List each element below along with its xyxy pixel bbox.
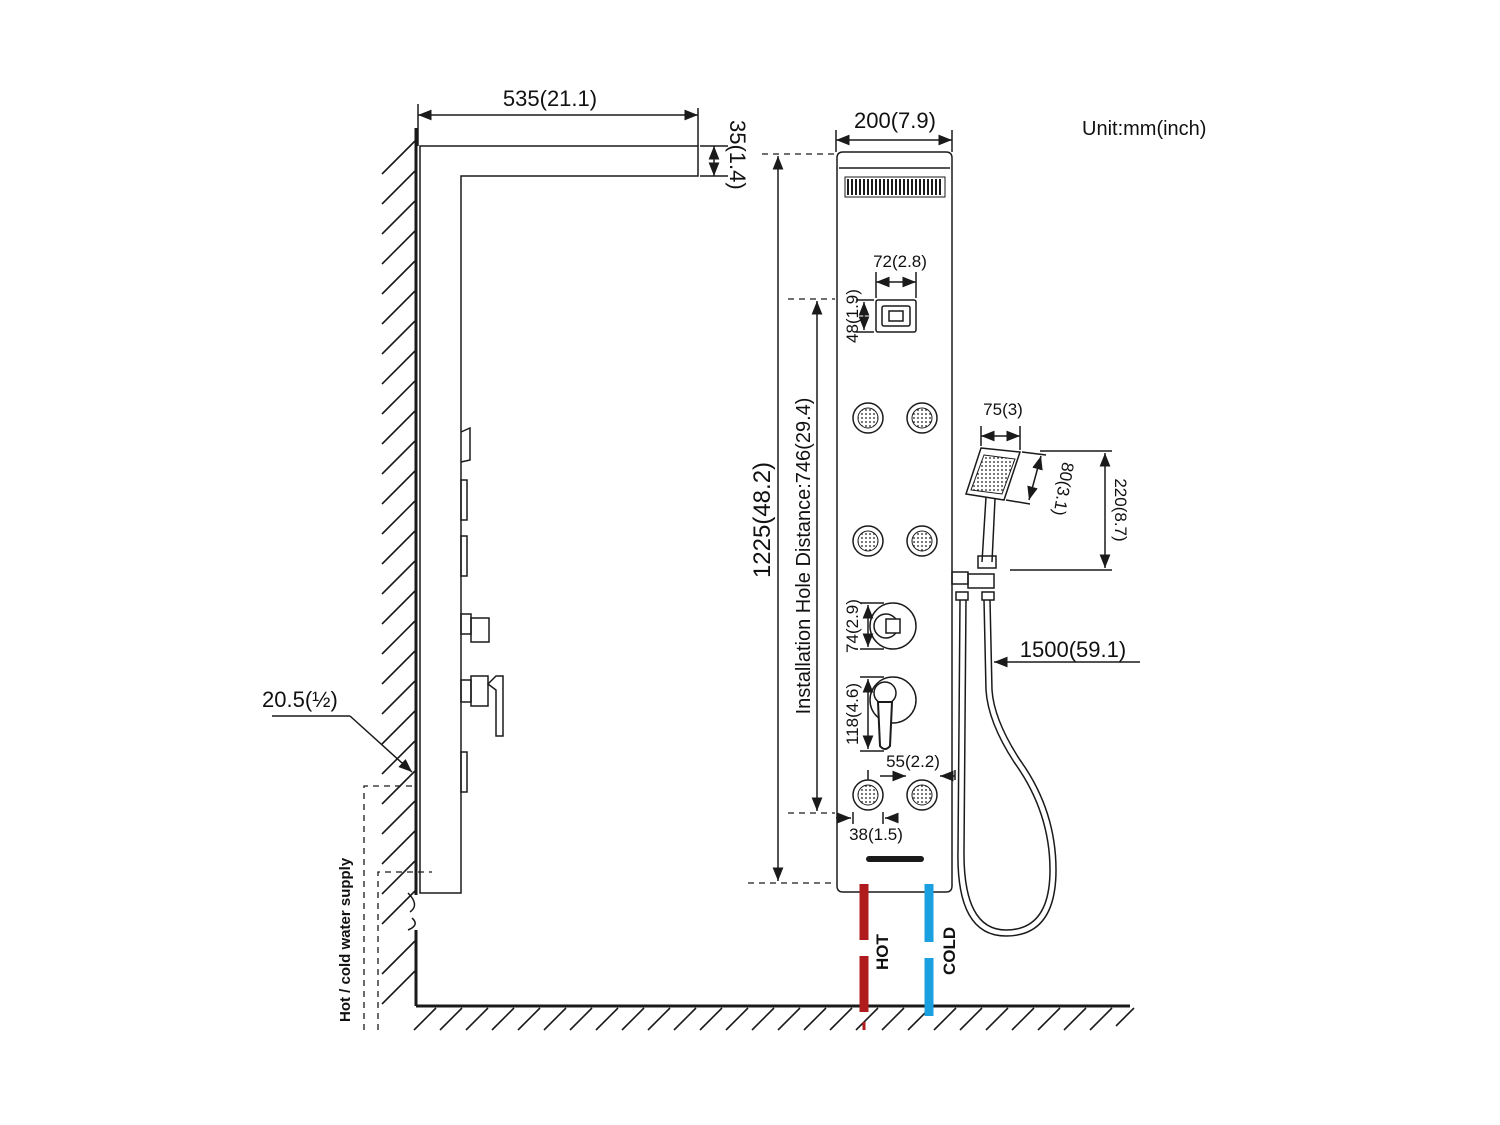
dim-top-thickness: 35(1.4) xyxy=(700,120,750,190)
cold-label: COLD xyxy=(940,927,959,975)
dim-jet-spacing: 55(2.2) xyxy=(867,752,956,782)
dim-mixer: 118(4.6) xyxy=(843,676,884,752)
supply-pipe-outline xyxy=(363,785,432,1030)
rain-head-grille xyxy=(844,176,946,198)
dim-display-width: 72(2.8) xyxy=(873,252,927,298)
dim-handshower-width: 75(3) xyxy=(980,400,1023,450)
body-jets xyxy=(852,402,938,811)
thermostat-label: 74(2.9) xyxy=(843,599,862,653)
wall-hatching xyxy=(381,139,417,1005)
temperature-display xyxy=(875,299,917,333)
display-height-label: 48(1.9) xyxy=(843,289,862,343)
hand-shower xyxy=(951,447,1022,589)
dim-display-height: 48(1.9) xyxy=(843,289,874,343)
hose xyxy=(955,591,1057,937)
hole-distance-label: Installation Hole Distance:746(29.4) xyxy=(793,398,815,715)
mixer-handle xyxy=(869,676,917,750)
handshower-head-label: 80(3.1) xyxy=(1049,461,1077,517)
jet-size-label: 38(1.5) xyxy=(849,825,903,844)
dim-hose-length: 1500(59.1) xyxy=(994,637,1140,668)
top-thickness-label: 35(1.4) xyxy=(725,120,750,190)
dim-depth: 535(21.1) xyxy=(417,86,699,146)
supply-label: Hot / cold water supply xyxy=(337,857,354,1022)
dim-width: 200(7.9) xyxy=(835,108,953,152)
width-label: 200(7.9) xyxy=(854,108,936,133)
hose-length-label: 1500(59.1) xyxy=(1020,637,1126,662)
mixer-label: 118(4.6) xyxy=(843,683,862,745)
dim-thermostat: 74(2.9) xyxy=(843,599,884,653)
depth-label: 535(21.1) xyxy=(503,86,597,111)
front-view-panel xyxy=(836,151,953,893)
unit-label: Unit:mm(inch) xyxy=(1082,118,1206,140)
handshower-width-label: 75(3) xyxy=(983,400,1023,419)
pipe-size-label: 20.5(½) xyxy=(262,687,338,712)
wall xyxy=(381,128,418,1006)
dim-handshower-length: 220(8.7) xyxy=(1010,450,1130,571)
handshower-length-label: 220(8.7) xyxy=(1111,478,1130,541)
thermostat-knob xyxy=(869,602,917,650)
display-width-label: 72(2.8) xyxy=(873,252,927,271)
side-view-panel xyxy=(419,145,699,894)
jet-spacing-label: 55(2.2) xyxy=(886,752,940,771)
floor xyxy=(413,1004,1135,1031)
bottom-slot xyxy=(866,856,924,862)
dim-pipe-size: 20.5(½) xyxy=(262,687,413,773)
dim-hole-distance: Installation Hole Distance:746(29.4) xyxy=(788,298,835,814)
dim-total-height: 1225(48.2) xyxy=(748,153,835,884)
hot-label: HOT xyxy=(873,934,892,971)
total-height-label: 1225(48.2) xyxy=(749,462,776,578)
dim-jet-size: 38(1.5) xyxy=(836,812,903,844)
